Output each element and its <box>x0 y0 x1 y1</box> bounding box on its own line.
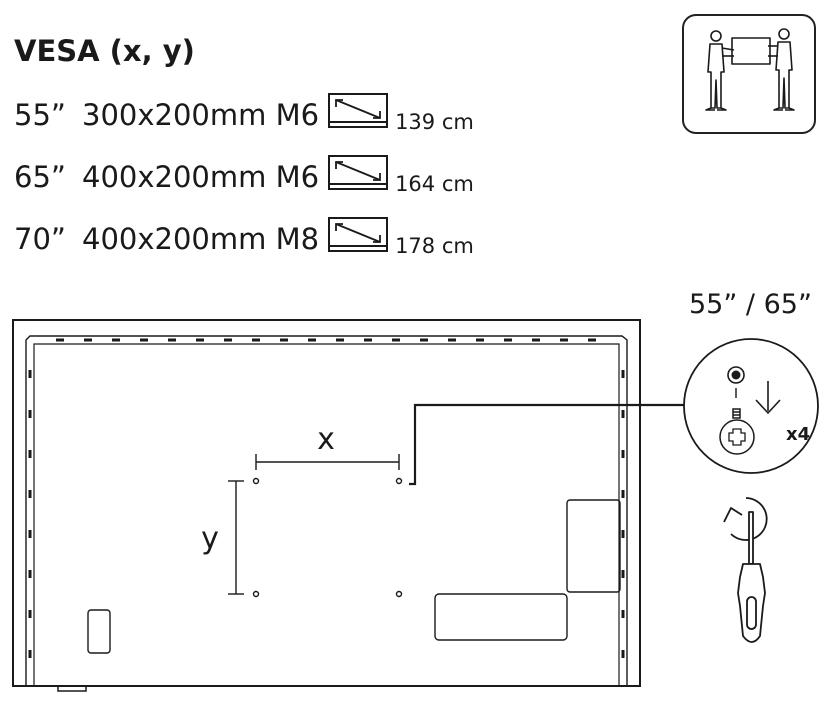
screw-callout: x4 <box>683 338 819 474</box>
spec-diagonal: 139 cm <box>395 110 474 134</box>
screw-count: x4 <box>786 424 810 445</box>
screen-diagonal-icon <box>328 155 389 190</box>
screen-diagonal-icon <box>328 93 389 128</box>
mount-hole <box>252 590 260 598</box>
y-dimension <box>228 480 244 595</box>
spec-size: 65” <box>14 160 66 194</box>
spec-row: 55” 300x200mm M6 139 cm <box>14 88 474 134</box>
connector-panel <box>434 593 568 641</box>
spec-diagonal: 164 cm <box>395 172 474 196</box>
led-strip-ticks <box>28 338 625 658</box>
spec-row: 65” 400x200mm M6 164 cm <box>14 150 474 196</box>
page-title: VESA (x, y) <box>14 34 195 68</box>
mounting-holes <box>252 477 403 598</box>
x-dimension-label: x <box>317 422 335 457</box>
tv-back-panel <box>12 319 641 687</box>
screen-diagonal-icon <box>328 217 389 252</box>
spec-size: 70” <box>14 222 66 256</box>
spec-vesa: 400x200mm M6 <box>82 160 320 194</box>
spec-row: 70” 400x200mm M8 178 cm <box>14 212 474 258</box>
port-cover <box>87 609 111 654</box>
lift-icon-box <box>682 14 816 134</box>
screw-icon <box>719 408 755 455</box>
mount-hole <box>395 477 403 485</box>
screw-models-label: 55” / 65” <box>689 289 812 320</box>
power-panel <box>566 499 621 593</box>
spec-size: 55” <box>14 98 66 132</box>
y-dimension-label: y <box>201 521 219 556</box>
x-dimension <box>255 454 400 470</box>
spec-vesa: 300x200mm M6 <box>82 98 320 132</box>
screwdriver-icon <box>723 497 768 643</box>
spec-vesa: 400x200mm M8 <box>82 222 320 256</box>
spec-diagonal: 178 cm <box>395 234 474 258</box>
mount-hole <box>395 590 403 598</box>
down-arrow-icon <box>755 381 781 415</box>
mount-hole <box>252 477 260 485</box>
two-person-lift-icon <box>705 28 795 111</box>
callout-leader <box>409 403 685 486</box>
